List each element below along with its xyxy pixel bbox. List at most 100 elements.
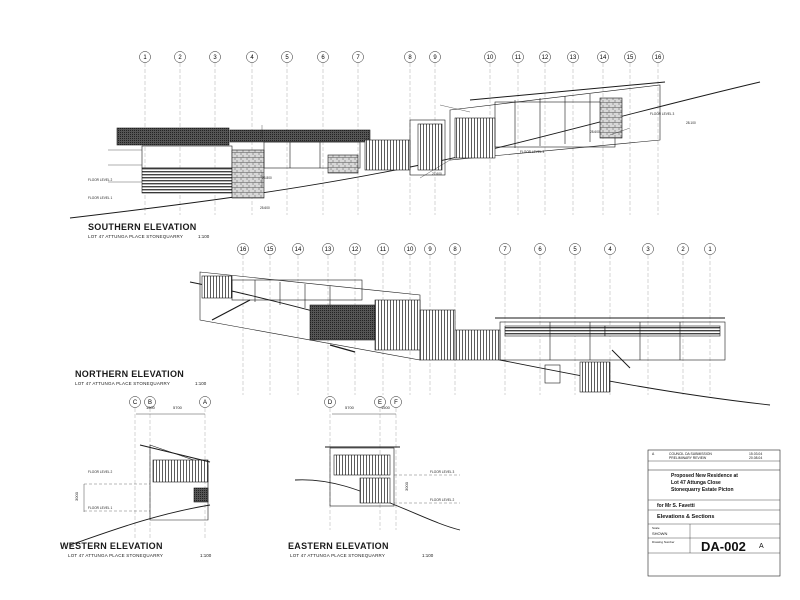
- north-grid-bubble-16: [237, 243, 249, 255]
- south-grid-label-8: 8: [408, 55, 412, 61]
- north-grid-label-8: 8: [453, 247, 457, 253]
- west-floor-level-1: FLOOR LEVEL 1: [88, 506, 113, 510]
- north-grid-bubble-4: [604, 243, 616, 255]
- scale-label: Scale: [652, 526, 660, 530]
- south-grid-bubble-5: [281, 51, 293, 63]
- revision-b-date: 20.08.04: [749, 456, 763, 460]
- rl-5: 28.100: [686, 121, 696, 125]
- eastern-elevation-scale: 1:100: [422, 553, 434, 558]
- south-grid-bubble-9: [429, 51, 441, 63]
- south-grid-label-1: 1: [143, 55, 147, 61]
- east-grid-label-E: E: [378, 400, 382, 406]
- south-grid-label-7: 7: [356, 55, 360, 61]
- south-grid-bubble-16: [652, 51, 664, 63]
- north-grid-label-6: 6: [538, 247, 542, 253]
- northern-elevation-scale: 1:100: [195, 381, 207, 386]
- east-grid-bubble-E: [374, 396, 386, 408]
- south-grid-label-16: 16: [655, 55, 662, 61]
- south-grid-label-2: 2: [178, 55, 182, 61]
- title-block: A COUNCIL DA SUBMISSION 15.03.04 PRELIMI…: [649, 450, 779, 575]
- north-grid-bubble-8: [449, 243, 461, 255]
- east-grid-bubble-D: [324, 396, 336, 408]
- client-name: for Mr S. Favetti: [657, 503, 695, 509]
- south-grid-label-9: 9: [433, 55, 437, 61]
- south-grid-label-14: 14: [600, 55, 607, 61]
- east-floor-level-3: FLOOR LEVEL 3: [430, 470, 455, 474]
- south-grid-label-15: 15: [627, 55, 634, 61]
- eastern-elevation-title: EASTERN ELEVATION: [288, 541, 389, 551]
- north-grid-bubble-5: [569, 243, 581, 255]
- north-grid-bubble-9: [424, 243, 436, 255]
- south-grid-bubble-7: [352, 51, 364, 63]
- northern-elevation-drawing: [189, 255, 771, 406]
- northern-elevation-title: NORTHERN ELEVATION: [75, 369, 185, 379]
- rl-2: 25.800: [262, 176, 272, 180]
- north-grid-label-9: 9: [428, 247, 432, 253]
- west-dimension-height: 3000: [73, 492, 79, 501]
- south-grid-bubble-2: [174, 51, 186, 63]
- west-grid-label-B: B: [148, 400, 152, 406]
- south-grid-bubble-1: [139, 51, 151, 63]
- east-floor-level-2: FLOOR LEVEL 2: [430, 498, 455, 502]
- south-floor-level-3-upper: FLOOR LEVEL 3: [650, 112, 675, 116]
- south-grid-label-5: 5: [285, 55, 289, 61]
- north-grid-label-16: 16: [240, 247, 247, 253]
- eastern-elevation-drawing: [294, 408, 461, 531]
- south-grid-bubble-13: [567, 51, 579, 63]
- south-grid-bubble-14: [597, 51, 609, 63]
- east-grid-label-F: F: [394, 400, 398, 406]
- east-grid-bubble-F: [390, 396, 402, 408]
- project-line-3: Stonequarry Estate Picton: [671, 487, 734, 493]
- north-grid-bubble-13: [322, 243, 334, 255]
- southern-elevation-drawing: [69, 63, 761, 219]
- scale-value: SHOWN: [652, 531, 668, 536]
- west-dimension-1: 1500: [146, 405, 155, 410]
- southern-elevation-scale: 1:100: [198, 234, 210, 239]
- east-dimension-1: 5700: [345, 405, 354, 410]
- north-grid-label-1: 1: [708, 247, 712, 253]
- south-grid-bubble-6: [317, 51, 329, 63]
- north-grid-bubble-6: [534, 243, 546, 255]
- revision-a-date: 15.03.04: [749, 452, 763, 456]
- western-elevation-drawing: [69, 408, 211, 546]
- south-grid-bubble-8: [404, 51, 416, 63]
- north-grid-label-4: 4: [608, 247, 612, 253]
- south-floor-level-1: FLOOR LEVEL 1: [88, 196, 113, 200]
- southern-elevation-title: SOUTHERN ELEVATION: [88, 222, 197, 232]
- drawing-number: DA-002: [701, 539, 746, 554]
- rl-4: 28.600: [590, 130, 600, 134]
- north-grid-bubble-14: [292, 243, 304, 255]
- south-grid-bubble-10: [484, 51, 496, 63]
- east-dimension-2: 1500: [381, 405, 390, 410]
- west-floor-level-2: FLOOR LEVEL 2: [88, 470, 113, 474]
- eastern-elevation-subtitle: LOT 47 ATTUNGA PLACE STONEQUARRY: [290, 553, 386, 558]
- north-grid-bubble-11: [377, 243, 389, 255]
- north-grid-bubble-10: [404, 243, 416, 255]
- south-grid-bubble-12: [539, 51, 551, 63]
- west-grid-bubble-A: [199, 396, 211, 408]
- south-floor-level-3: FLOOR LEVEL 3: [520, 150, 545, 154]
- west-grid-bubble-C: [129, 396, 141, 408]
- north-grid-bubble-1: [704, 243, 716, 255]
- project-line-1: Proposed New Residence at: [671, 473, 738, 479]
- south-grid-label-12: 12: [542, 55, 549, 61]
- north-grid-label-12: 12: [352, 247, 359, 253]
- rl-3: 27.600: [432, 172, 442, 176]
- east-dimension-height: 3000: [403, 482, 409, 491]
- drawing-number-label: Drawing Number: [652, 540, 675, 544]
- north-grid-bubble-12: [349, 243, 361, 255]
- north-grid-bubble-15: [264, 243, 276, 255]
- north-grid-label-10: 10: [407, 247, 414, 253]
- northern-elevation-subtitle: LOT 47 ATTUNGA PLACE STONEQUARRY: [75, 381, 171, 386]
- north-grid-label-2: 2: [681, 247, 685, 253]
- rl-1: 25.600: [260, 206, 270, 210]
- western-elevation-subtitle: LOT 47 ATTUNGA PLACE STONEQUARRY: [68, 553, 164, 558]
- north-grid-label-3: 3: [646, 247, 650, 253]
- project-line-2: Lot 47 Attunga Close: [671, 480, 721, 486]
- north-grid-label-5: 5: [573, 247, 577, 253]
- north-grid-label-11: 11: [380, 247, 387, 253]
- south-grid-bubble-11: [512, 51, 524, 63]
- south-grid-bubble-4: [246, 51, 258, 63]
- west-dimension-2: 5700: [173, 405, 182, 410]
